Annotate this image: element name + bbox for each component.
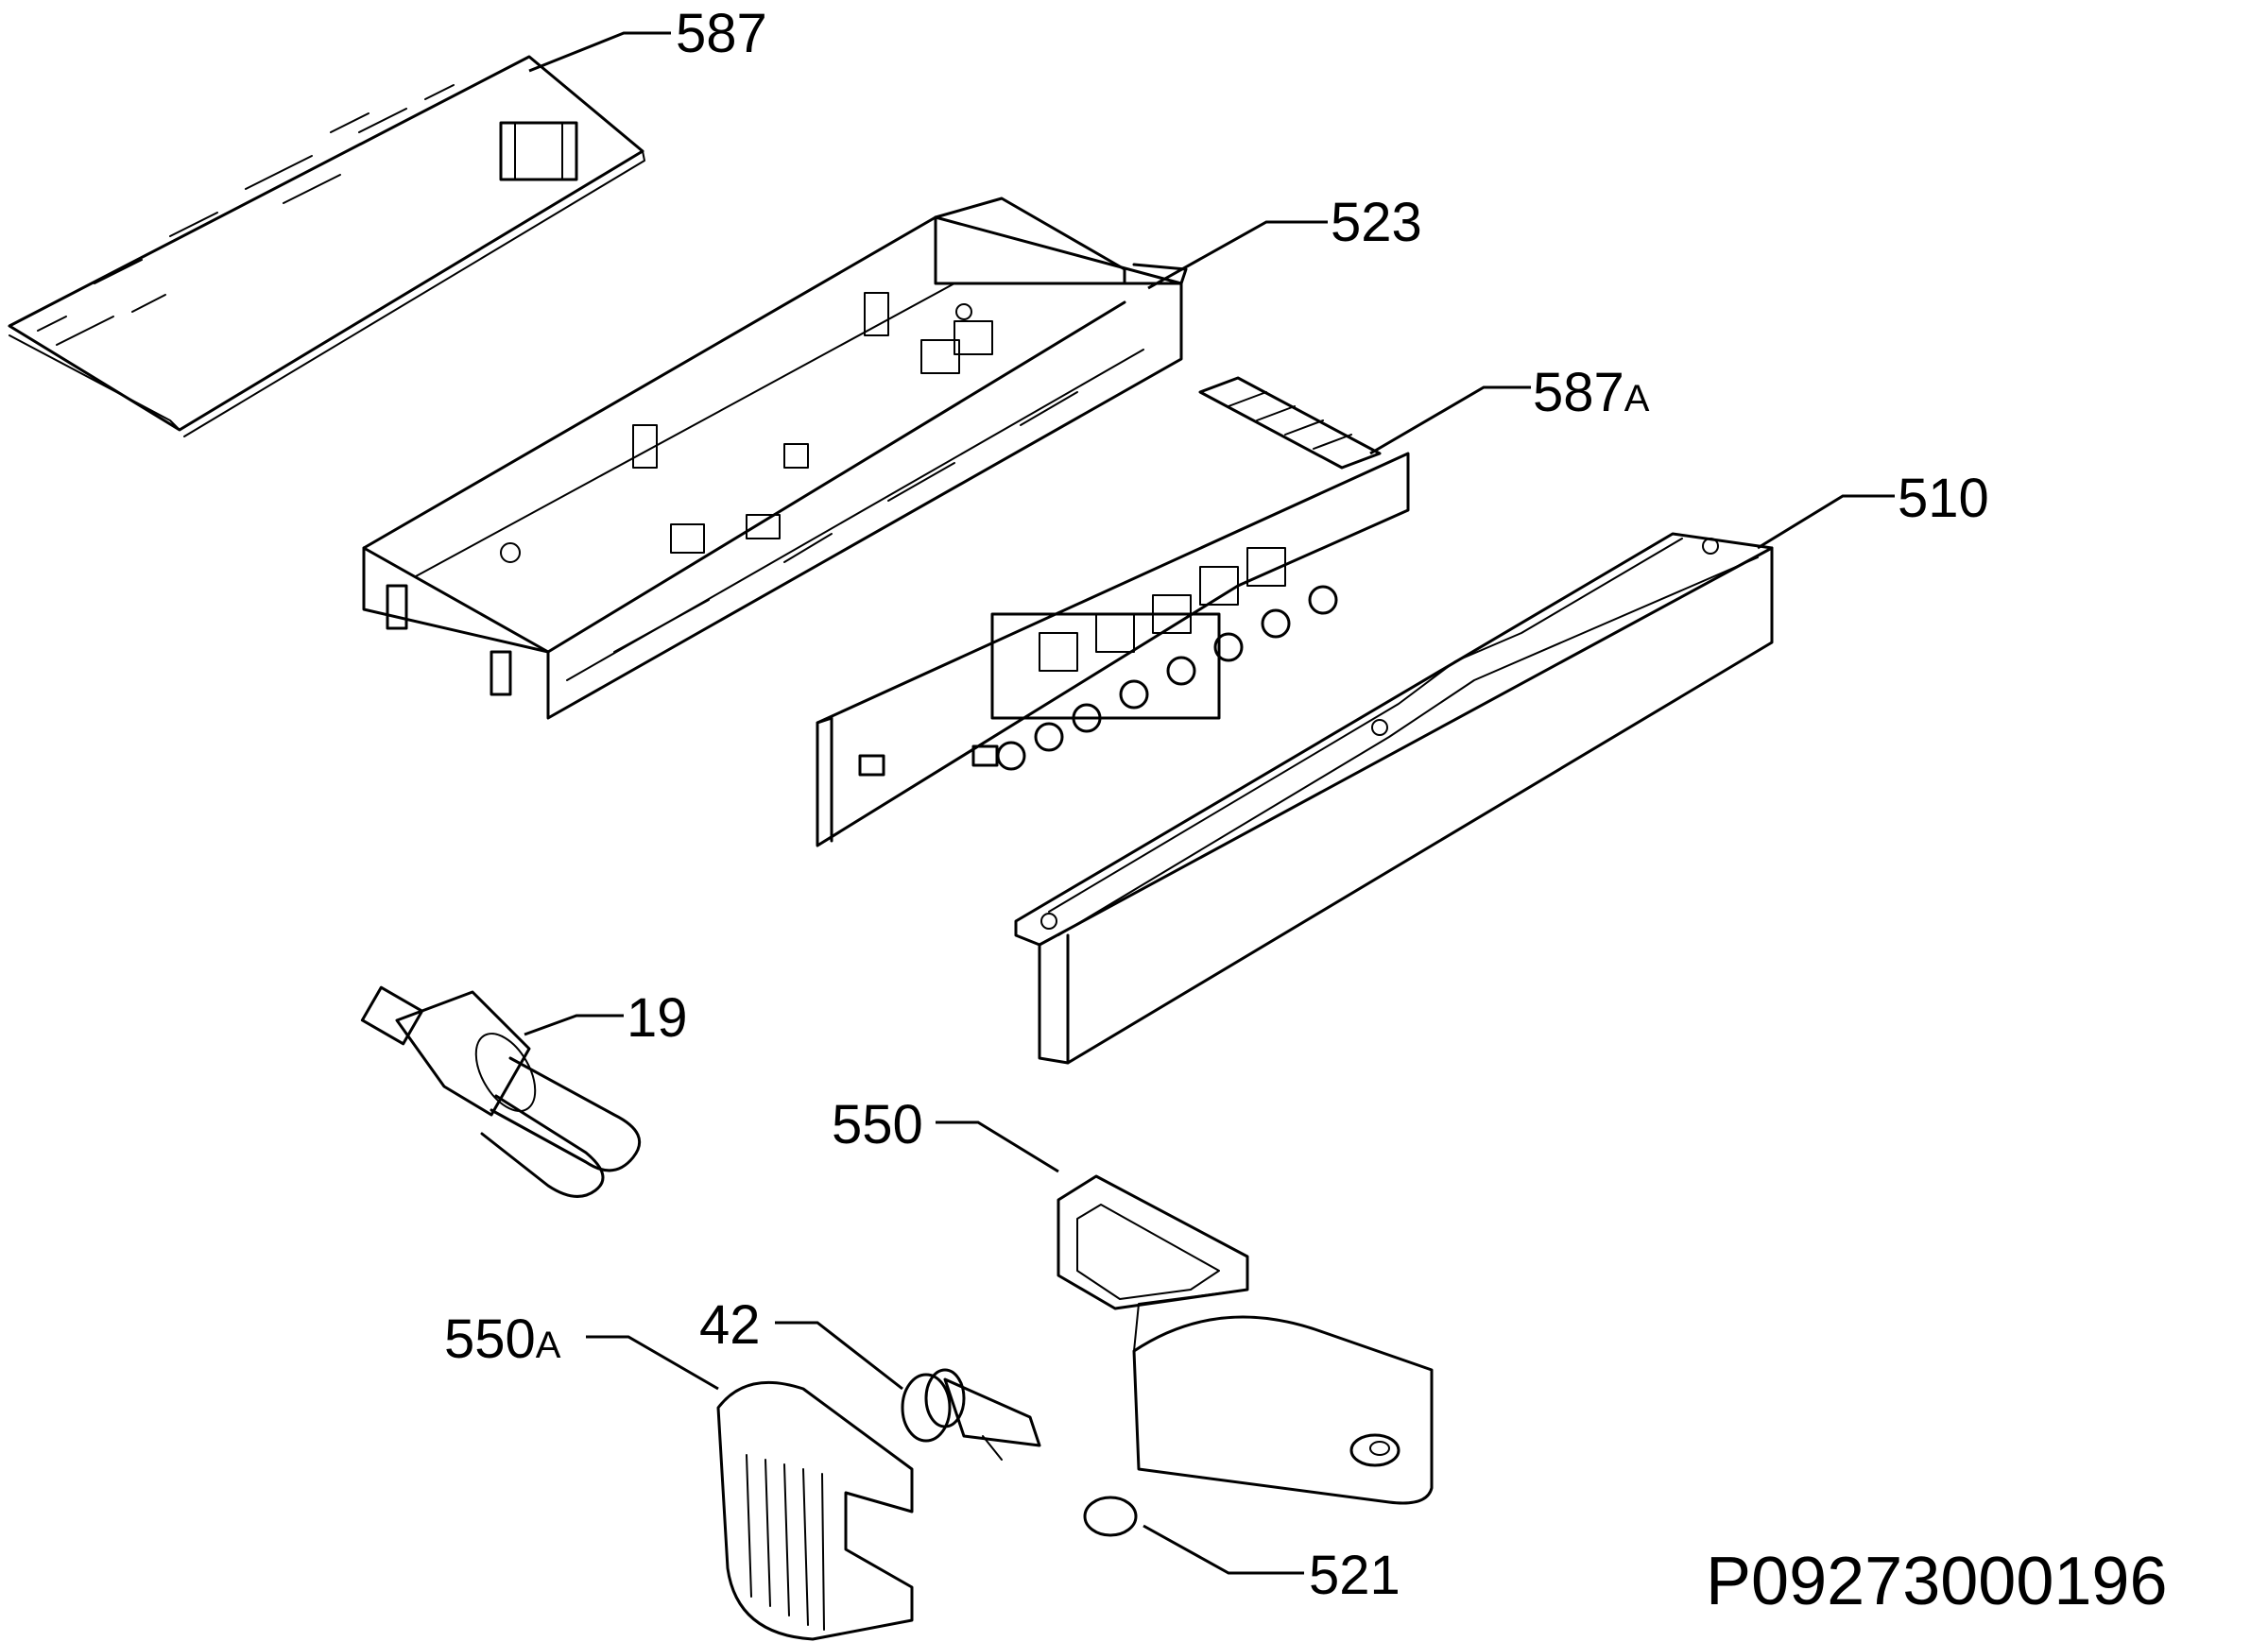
callout-42: 42: [699, 1294, 761, 1356]
part-550-lamp-housing: [1057, 1174, 1434, 1505]
callout-521: 521: [1309, 1545, 1400, 1606]
callout-523: 523: [1331, 192, 1422, 253]
callout-587a: 587A: [1533, 362, 1650, 423]
leader-lines: [524, 31, 1895, 1575]
callout-550: 550: [832, 1094, 923, 1155]
part-521-o-ring: [1083, 1496, 1138, 1537]
callout-19: 19: [627, 987, 688, 1049]
document-id: P09273000196: [1706, 1544, 2168, 1619]
part-42-lamp-socket: [901, 1368, 1041, 1461]
part-550a-lamp-cover: [716, 1380, 914, 1641]
part-587a-control-board: [816, 376, 1410, 847]
part-510-front-panel: [1014, 532, 1774, 1065]
callout-587: 587: [676, 3, 767, 64]
part-523-housing-tray: [362, 197, 1188, 720]
part-587-circuit-board: [8, 55, 645, 437]
callout-550a: 550A: [444, 1308, 561, 1370]
part-19-lamp: [360, 985, 642, 1198]
callout-510: 510: [1898, 468, 1989, 529]
ribbon-connector: [1198, 376, 1382, 470]
